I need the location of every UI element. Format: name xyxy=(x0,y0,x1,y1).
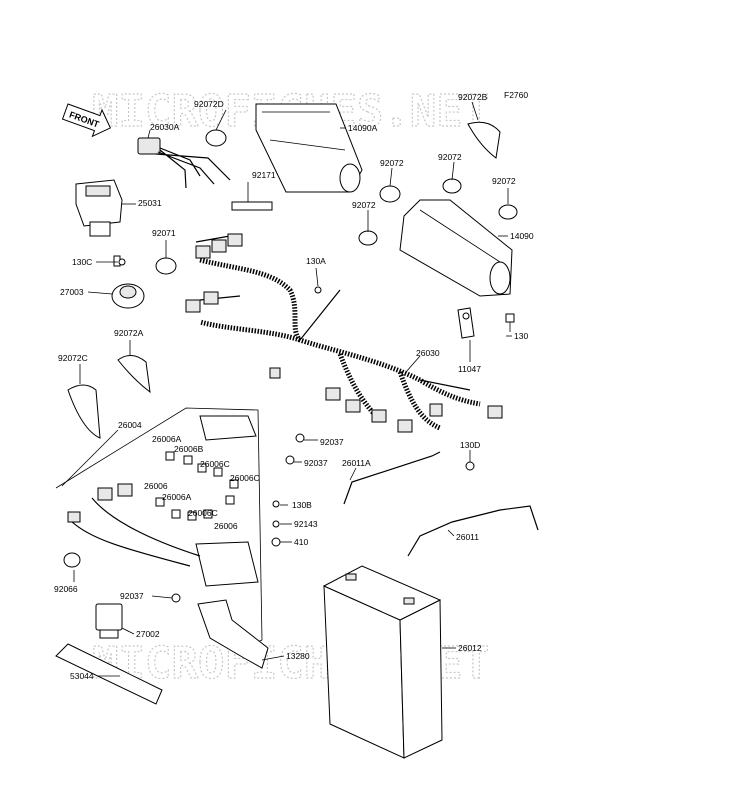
part-grommet-92066 xyxy=(63,552,81,568)
part-tube-53044 xyxy=(55,643,163,705)
label-26030: 26030 xyxy=(416,348,440,358)
part-meter-25031 xyxy=(75,179,123,237)
part-fuses xyxy=(155,451,239,521)
label-26012: 26012 xyxy=(458,643,482,653)
label-92072-c: 92072 xyxy=(492,176,516,186)
label-26006c-3: 26006C xyxy=(188,508,218,518)
label-26006b: 26006B xyxy=(174,444,204,454)
label-130a: 130A xyxy=(306,256,326,266)
label-92066: 92066 xyxy=(54,584,78,594)
label-92037-2: 92037 xyxy=(304,458,328,468)
label-14090a: 14090A xyxy=(348,123,378,133)
label-92037-3: 92037 xyxy=(120,591,144,601)
label-26006a-1: 26006A xyxy=(152,434,182,444)
label-26006-1: 26006 xyxy=(144,481,168,491)
label-92071: 92071 xyxy=(152,228,176,238)
figure-code: F2760 xyxy=(504,90,528,100)
part-harness-26030 xyxy=(185,233,503,433)
part-labels: 92072D 26030A 14090A 92072B 92072 92072 … xyxy=(54,92,534,681)
part-horn-27003 xyxy=(111,255,145,309)
leader-lines xyxy=(61,101,512,677)
label-92171: 92171 xyxy=(252,170,276,180)
label-92072-a: 92072 xyxy=(380,158,404,168)
part-cover-14090a xyxy=(255,103,363,193)
label-130c: 130C xyxy=(72,257,92,267)
part-clamps xyxy=(67,121,518,439)
part-cover-14090 xyxy=(399,199,513,297)
label-92072a: 92072A xyxy=(114,328,144,338)
part-cable-26011a xyxy=(343,451,441,505)
label-130d: 130D xyxy=(460,440,480,450)
label-26011: 26011 xyxy=(456,532,479,542)
label-27002: 27002 xyxy=(136,629,160,639)
label-26006-2: 26006 xyxy=(214,521,238,531)
part-bolts xyxy=(118,258,475,603)
label-26006a-2: 26006A xyxy=(162,492,192,502)
label-410: 410 xyxy=(294,537,308,547)
label-25031: 25031 xyxy=(138,198,162,208)
part-cable-26011 xyxy=(407,505,539,557)
label-130b: 130B xyxy=(292,500,312,510)
part-bracket-11047 xyxy=(457,307,475,339)
label-92143: 92143 xyxy=(294,519,318,529)
label-53044: 53044 xyxy=(70,671,94,681)
part-bolt-130 xyxy=(505,313,515,332)
label-13280: 13280 xyxy=(286,651,310,661)
part-relay-27002 xyxy=(95,603,123,639)
label-11047: 11047 xyxy=(458,364,481,374)
label-26030a: 26030A xyxy=(150,122,180,132)
label-92072b: 92072B xyxy=(458,92,488,102)
part-battery-26012 xyxy=(322,565,443,759)
label-92072-b: 92072 xyxy=(438,152,462,162)
label-26006c-1: 26006C xyxy=(200,459,230,469)
label-92072c: 92072C xyxy=(58,353,88,363)
label-92072-d: 92072 xyxy=(352,200,376,210)
label-26011a: 26011A xyxy=(342,458,371,468)
label-14090: 14090 xyxy=(510,231,534,241)
label-26006c-2: 26006C xyxy=(230,473,260,483)
label-130: 130 xyxy=(514,331,528,341)
label-26004: 26004 xyxy=(118,420,142,430)
part-bracket-13280 xyxy=(197,599,269,669)
label-92072d: 92072D xyxy=(194,99,224,109)
part-bracket-92171 xyxy=(231,201,273,211)
label-92037-1: 92037 xyxy=(320,437,344,447)
part-connector-26030a xyxy=(137,137,231,189)
label-27003: 27003 xyxy=(60,287,84,297)
